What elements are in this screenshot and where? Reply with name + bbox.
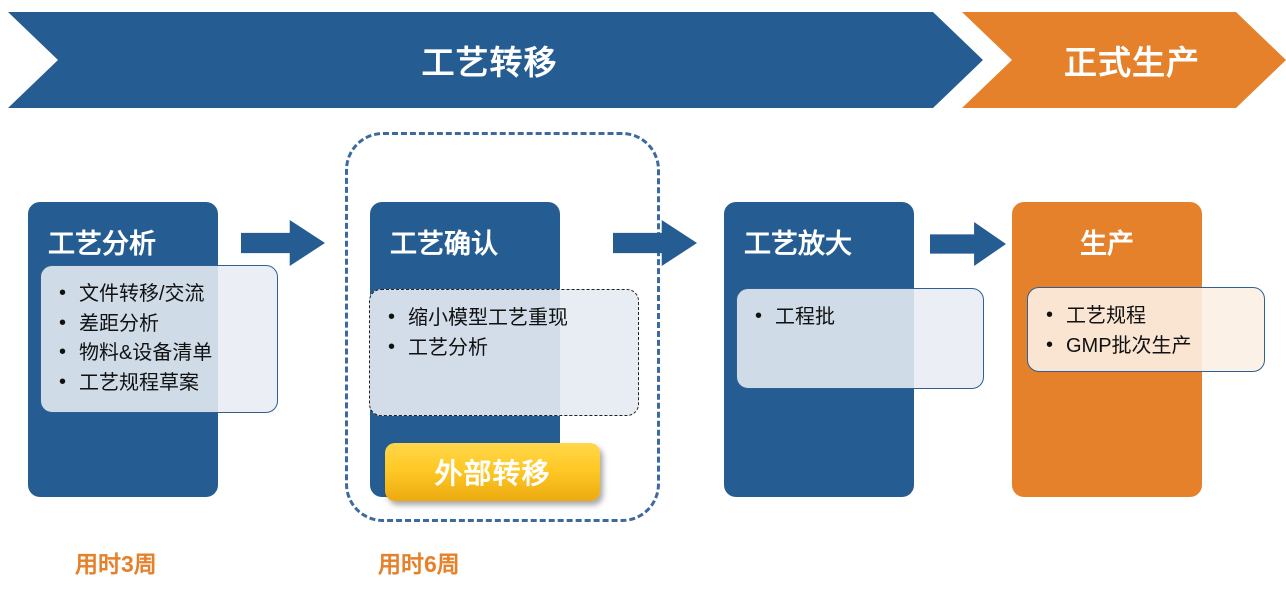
duration-label-process-analysis: 用时3周 — [75, 551, 157, 577]
stage-callout-process-analysis: 文件转移/交流 差距分析 物料&设备清单 工艺规程草案 — [40, 265, 278, 413]
banner-chevron-commercial-production: 正式生产 — [962, 12, 1286, 108]
duration-label-process-confirmation: 用时6周 — [378, 551, 460, 577]
list-item: 工艺规程草案 — [57, 368, 261, 399]
list-item: 工程批 — [753, 302, 967, 333]
stage-title-process-confirmation: 工艺确认 — [390, 229, 498, 259]
banner-chevron-process-transfer: 工艺转移 — [8, 12, 983, 108]
banner-label-commercial-production: 正式生产 — [1064, 44, 1200, 81]
stage-callout-production: 工艺规程 GMP批次生产 — [1027, 287, 1265, 372]
list-item: GMP批次生产 — [1044, 331, 1248, 362]
stage-title-process-analysis: 工艺分析 — [48, 229, 156, 259]
list-item: 工艺规程 — [1044, 301, 1248, 332]
stage-callout-process-confirmation: 缩小模型工艺重现 工艺分析 — [369, 289, 639, 416]
external-transfer-group-outline — [345, 132, 660, 522]
phase-banner: 工艺转移 正式生产 — [0, 12, 1286, 108]
list-item: 差距分析 — [57, 309, 261, 340]
arrow-analysis-to-confirm — [241, 220, 325, 266]
external-transfer-badge[interactable]: 外部转移 — [385, 443, 600, 501]
list-item: 物料&设备清单 — [57, 338, 261, 369]
stage-title-process-scaleup: 工艺放大 — [744, 229, 852, 259]
external-transfer-badge-label: 外部转移 — [434, 458, 551, 489]
list-item: 工艺分析 — [386, 333, 622, 364]
list-item: 缩小模型工艺重现 — [386, 303, 622, 334]
stage-title-production: 生产 — [1080, 229, 1134, 259]
stage-callout-process-scaleup: 工程批 — [736, 288, 984, 389]
list-item: 文件转移/交流 — [57, 279, 261, 310]
banner-label-process-transfer: 工艺转移 — [421, 44, 558, 81]
arrow-scaleup-to-production — [930, 222, 1006, 266]
